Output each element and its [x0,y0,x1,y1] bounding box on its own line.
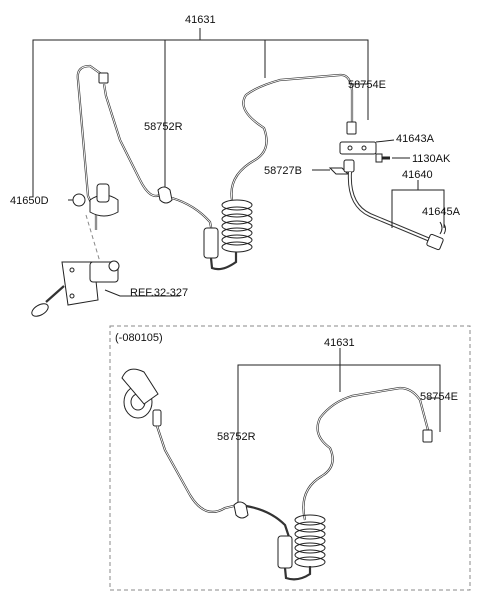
flex-hose-fitting [343,159,355,173]
flex-hose-inner [348,171,431,241]
reservoir-port [72,193,86,207]
long-tube-upper [230,73,354,201]
tube-lower-loop [209,252,238,271]
mount-bracket [339,141,377,155]
hose-clip-r [157,186,173,204]
bracket-hole-1 [347,145,353,151]
leader-41643a [375,139,395,143]
bracket-hole-2 [361,145,367,151]
label-58752r-bottom: 58752R [217,431,256,443]
bottom-tube-lower-inner [156,425,239,513]
master-cylinder [31,260,120,317]
bottom-tube-upper [302,386,430,521]
label-41645a: 41645A [422,206,461,218]
bottom-tube-loop [283,566,312,581]
spring-clip [439,221,446,235]
label-ref: REF.32-327 [130,287,188,299]
bottom-tube-upper-inner [302,387,429,521]
label-58727b: 58727B [264,165,302,177]
supply-tube-down [102,83,161,198]
tube-fitting-top [98,72,109,84]
label-58754e: 58754E [348,79,386,91]
bracket-41631 [32,39,369,197]
bottom-tube-mid [245,504,292,541]
label-41643a: 41643A [396,133,435,145]
label-41650d: 41650D [10,195,49,207]
label-41640: 41640 [402,169,433,181]
variant-box [109,325,471,591]
damper-cylinder-top [203,227,219,259]
leader-ref [104,289,180,297]
tube-end-fitting [346,121,357,135]
supply-tube-down-inner [103,83,161,197]
install-line [85,214,101,263]
coil-spring-bottom [294,514,326,568]
damper-cylinder-bottom [277,535,293,569]
flex-hose-end [426,233,444,251]
label-58752r: 58752R [144,121,183,133]
supply-tube-left-inner [77,65,105,230]
coil-spring-top [221,199,253,253]
label-41631-bottom: 41631 [324,337,355,349]
long-tube-upper-inner [231,74,353,201]
slave-cylinder [121,368,162,427]
reservoir-neck [96,183,110,203]
main-tube-top [171,196,214,233]
bolt [375,153,390,163]
bottom-tube-end [422,429,433,443]
hose-clip-r-bottom [233,501,249,519]
main-tube-top-inner [171,197,213,233]
label-58754e-bottom: 58754E [420,391,458,403]
label-1130ak: 1130AK [412,153,451,165]
label-date-code: (-080105) [115,332,163,344]
bracket-41631-bottom [237,364,441,505]
label-41631: 41631 [185,14,216,26]
